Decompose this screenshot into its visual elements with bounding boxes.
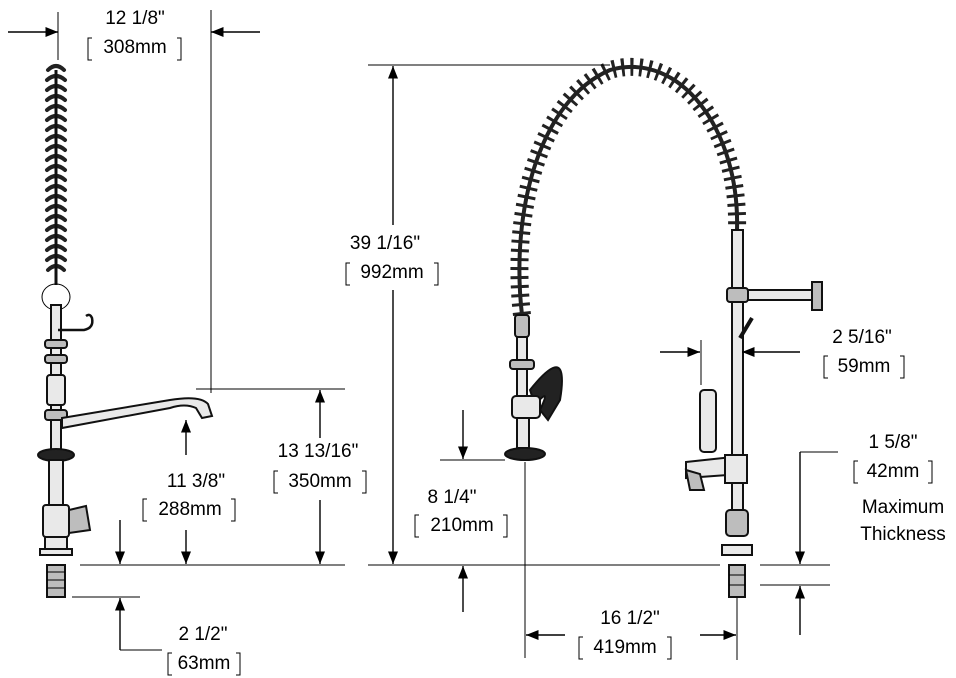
metric-brackets (87, 37, 182, 61)
metric-brackets (142, 498, 236, 522)
wall-bracket-offset-imperial: 2 5/16" (832, 327, 892, 348)
dimension-lines (8, 10, 838, 660)
max-thickness-metric: 42mm (867, 461, 920, 482)
metric-brackets (414, 514, 508, 538)
spout-height-imperial: 13 13/16" (278, 441, 359, 462)
spout-clearance-imperial: 11 3/8" (167, 471, 225, 492)
metric-brackets (345, 262, 439, 286)
metric-brackets (167, 652, 241, 676)
spout-height-metric: 350mm (288, 471, 351, 492)
reach-imperial: 16 1/2" (600, 608, 660, 629)
shank-length-metric: 63mm (178, 653, 231, 674)
dimension-labels: 12 1/8" 308mm 39 1/16" 992mm 13 13/16" 3… (87, 8, 946, 676)
overall-height-metric: 992mm (360, 262, 423, 283)
metric-brackets (853, 460, 933, 484)
front-view-spring (510, 57, 747, 317)
spray-valve-height-imperial: 8 1/4" (427, 487, 476, 508)
max-thickness-note-line1: Maximum (862, 497, 944, 518)
reach-metric: 419mm (593, 637, 656, 658)
front-view-faucet (504, 57, 823, 598)
wall-bracket-offset-metric: 59mm (838, 356, 891, 377)
spout-clearance-metric: 288mm (158, 499, 221, 520)
metric-brackets (578, 636, 672, 660)
overall-height-imperial: 39 1/16" (350, 233, 420, 254)
shank-length-imperial: 2 1/2" (178, 624, 227, 645)
side-view-faucet (37, 64, 214, 598)
max-thickness-note-line2: Thickness (860, 524, 946, 545)
spray-valve-height-metric: 210mm (430, 515, 493, 536)
metric-brackets (823, 355, 905, 379)
overall-width-imperial: 12 1/8" (105, 8, 165, 29)
overall-width-metric: 308mm (103, 37, 166, 58)
max-thickness-imperial: 1 5/8" (868, 432, 917, 453)
metric-brackets (273, 470, 367, 494)
